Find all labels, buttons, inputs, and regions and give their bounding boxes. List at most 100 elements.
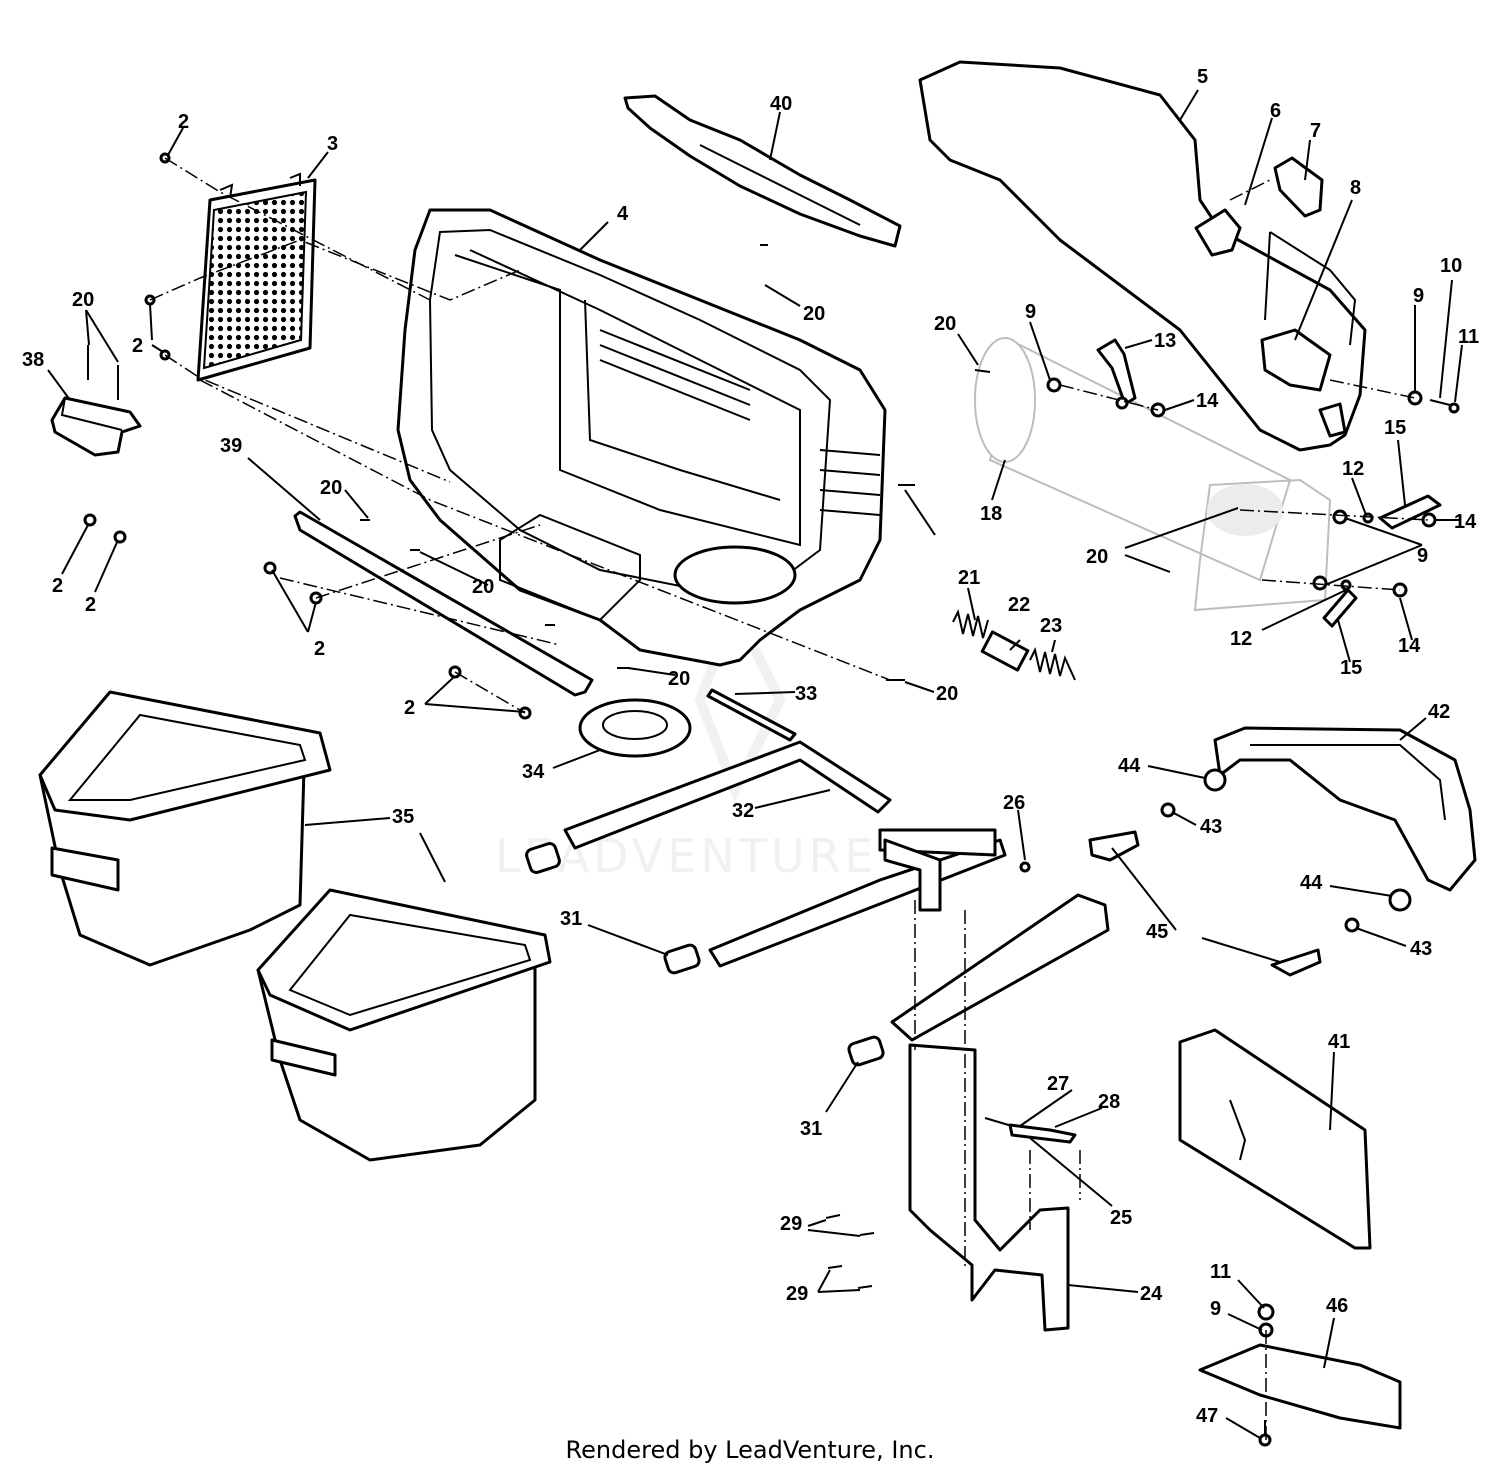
callout-6: 6 (1270, 100, 1281, 122)
part-24-bracket[interactable] (908, 1043, 1070, 1332)
alignment-lines (149, 157, 1430, 1440)
callout-12: 12 (1230, 628, 1252, 650)
callout-2: 2 (314, 638, 325, 660)
callout-34: 34 (522, 761, 545, 783)
part-23-spring[interactable] (1029, 647, 1076, 681)
callout-15: 15 (1384, 417, 1406, 439)
callout-14: 14 (1196, 390, 1219, 412)
callout-13: 13 (1154, 330, 1176, 352)
callout-43: 43 (1410, 938, 1432, 960)
part-39-strip[interactable] (293, 510, 594, 697)
part-41-plate[interactable] (1178, 1028, 1372, 1250)
callout-20: 20 (72, 289, 94, 311)
part-46-plate[interactable] (1198, 1343, 1402, 1430)
callout-20: 20 (1086, 546, 1108, 568)
callout-33: 33 (795, 683, 817, 705)
footer-credit: Rendered by LeadVenture, Inc. (565, 1436, 935, 1464)
callout-11: 11 (1210, 1261, 1231, 1283)
part-32-frame[interactable] (563, 740, 1110, 1042)
callout-2: 2 (52, 575, 63, 597)
callout-28: 28 (1098, 1091, 1120, 1113)
callout-27: 27 (1047, 1073, 1069, 1095)
part-22-sleeve[interactable] (980, 630, 1030, 672)
part-35-bag-right[interactable] (256, 888, 552, 1162)
part-21-spring[interactable] (952, 609, 989, 639)
part-3-grille[interactable] (196, 172, 317, 382)
callout-42: 42 (1428, 701, 1450, 723)
callout-21: 21 (958, 567, 980, 589)
part-31-cap-a[interactable] (525, 842, 561, 874)
callout-5: 5 (1197, 66, 1208, 88)
callout-12: 12 (1342, 458, 1364, 480)
callout-4: 4 (617, 203, 629, 225)
callout-35: 35 (392, 806, 414, 828)
callout-24: 24 (1140, 1283, 1163, 1305)
part-28-strap[interactable] (1008, 1123, 1077, 1144)
callout-46: 46 (1326, 1295, 1348, 1317)
callout-40: 40 (770, 93, 792, 115)
part-15-lower[interactable] (1322, 588, 1358, 628)
part-40-blade[interactable] (623, 94, 902, 248)
part-6-clip[interactable] (1194, 208, 1242, 257)
callout-47: 47 (1196, 1405, 1218, 1427)
callout-22: 22 (1008, 594, 1030, 616)
callout-11: 11 (1458, 326, 1479, 348)
part-42-hood[interactable] (1213, 726, 1477, 892)
callout-9: 9 (1413, 285, 1424, 307)
callout-18: 18 (980, 503, 1002, 525)
callout-20: 20 (472, 576, 494, 598)
part-31-cap-b[interactable] (663, 943, 701, 975)
callout-20: 20 (936, 683, 958, 705)
callout-14: 14 (1454, 511, 1477, 533)
callout-31: 31 (560, 908, 582, 930)
callout-29: 29 (786, 1283, 808, 1305)
callout-20: 20 (934, 313, 956, 335)
callout-8: 8 (1350, 177, 1361, 199)
callout-9: 9 (1210, 1298, 1221, 1320)
callout-2: 2 (85, 594, 96, 616)
callout-44: 44 (1118, 755, 1141, 777)
callout-20: 20 (668, 668, 690, 690)
callout-23: 23 (1040, 615, 1062, 637)
callout-2: 2 (178, 111, 189, 133)
part-33-rod[interactable] (706, 688, 797, 742)
part-15-upper[interactable] (1378, 494, 1442, 530)
callout-10: 10 (1440, 255, 1462, 277)
callout-44: 44 (1300, 872, 1323, 894)
part-27-screw[interactable] (984, 1117, 1013, 1127)
callout-43: 43 (1200, 816, 1222, 838)
callout-38: 38 (22, 349, 44, 371)
part-7-latch[interactable] (1273, 156, 1324, 218)
callout-2: 2 (132, 335, 143, 357)
callouts: 2 3 2 20 38 2 2 39 20 20 2 20 2 4 40 20 … (22, 66, 1479, 1427)
callout-29: 29 (780, 1213, 802, 1235)
watermark: LEADVENTURE (495, 597, 874, 883)
part-34-ring[interactable] (578, 698, 692, 758)
callout-31: 31 (800, 1118, 822, 1140)
callout-45: 45 (1146, 921, 1168, 943)
fasteners (83, 152, 1460, 1447)
callout-14: 14 (1398, 635, 1421, 657)
part-5-chute[interactable] (918, 60, 1367, 452)
callout-25: 25 (1110, 1207, 1132, 1229)
callout-15: 15 (1340, 657, 1362, 679)
callout-3: 3 (327, 133, 338, 155)
callout-26: 26 (1003, 792, 1025, 814)
callout-7: 7 (1310, 120, 1321, 142)
callout-2: 2 (404, 697, 415, 719)
part-31-cap-c[interactable] (847, 1035, 885, 1067)
callout-41: 41 (1328, 1031, 1350, 1053)
part-38-bracket[interactable] (50, 396, 142, 457)
callout-39: 39 (220, 435, 242, 457)
callout-32: 32 (732, 800, 754, 822)
part-8-spring-bracket[interactable] (1260, 328, 1332, 392)
leader-lines (47, 89, 1463, 1439)
part-35-bag-left[interactable] (38, 690, 332, 967)
callout-9: 9 (1025, 301, 1036, 323)
callout-20: 20 (803, 303, 825, 325)
callout-9: 9 (1417, 545, 1428, 567)
part-13-lever[interactable] (1096, 338, 1137, 406)
callout-20: 20 (320, 477, 342, 499)
part-4-housing[interactable] (396, 208, 887, 667)
